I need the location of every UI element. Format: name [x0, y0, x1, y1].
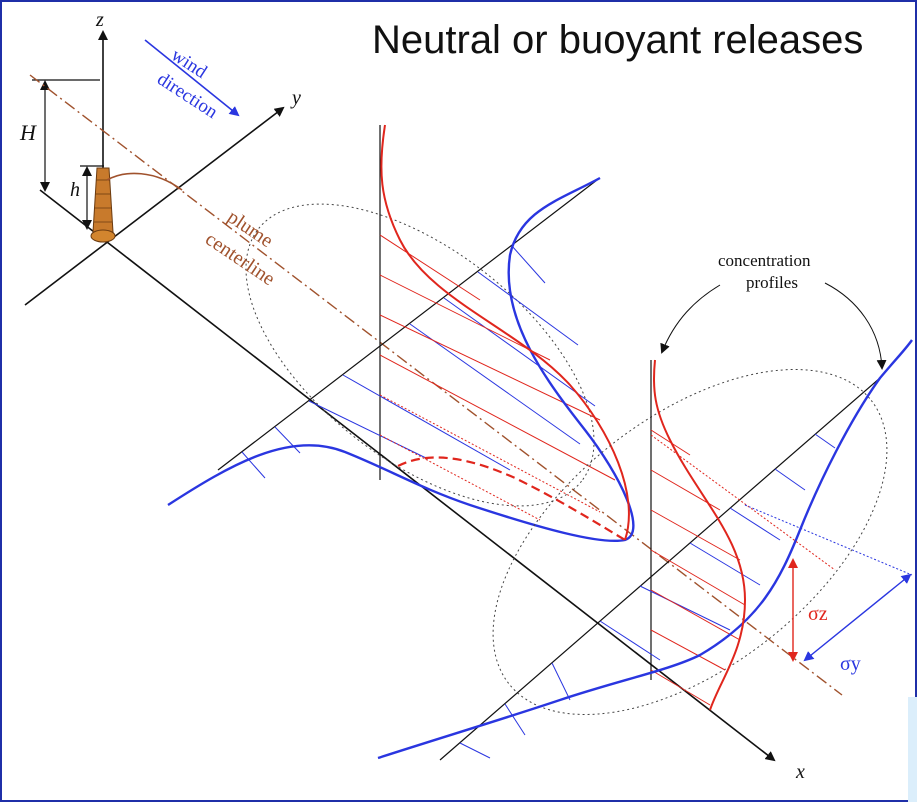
- downstream-vertical-profile: [652, 359, 747, 711]
- callout-arrow-left: [660, 284, 721, 354]
- y-axis-label: y: [290, 87, 301, 109]
- sigma-y-arrow: [803, 573, 912, 662]
- axes: [24, 30, 776, 762]
- stack-icon: [90, 167, 116, 243]
- upstream-section: [167, 124, 635, 543]
- z-axis-label: z: [95, 9, 104, 31]
- corner-highlight: [908, 697, 917, 802]
- wind-label-2: direction: [153, 69, 221, 124]
- upstream-contour: [245, 203, 595, 507]
- downstream-section: [377, 339, 913, 761]
- wind-arrow: [144, 39, 240, 117]
- h-label: h: [70, 179, 80, 201]
- sigma-z-label: σz: [808, 603, 828, 625]
- x-axis-label: x: [795, 761, 805, 783]
- y-axis: [24, 106, 285, 306]
- sigma-y-label: σy: [840, 653, 861, 675]
- downstream-horizontal-profile: [377, 339, 913, 760]
- H-label: H: [19, 120, 37, 145]
- x-axis: [39, 189, 776, 762]
- upstream-vertical-profile: [380, 124, 630, 541]
- slide-title: Neutral or buoyant releases: [372, 18, 864, 62]
- concentration-label-1: concentration: [718, 251, 811, 270]
- callout-arrow-right: [824, 282, 887, 370]
- downstream-contour: [492, 369, 888, 715]
- upstream-ground-reflection: [397, 456, 626, 541]
- height-markers: [32, 79, 104, 230]
- concentration-label-2: profiles: [746, 273, 798, 292]
